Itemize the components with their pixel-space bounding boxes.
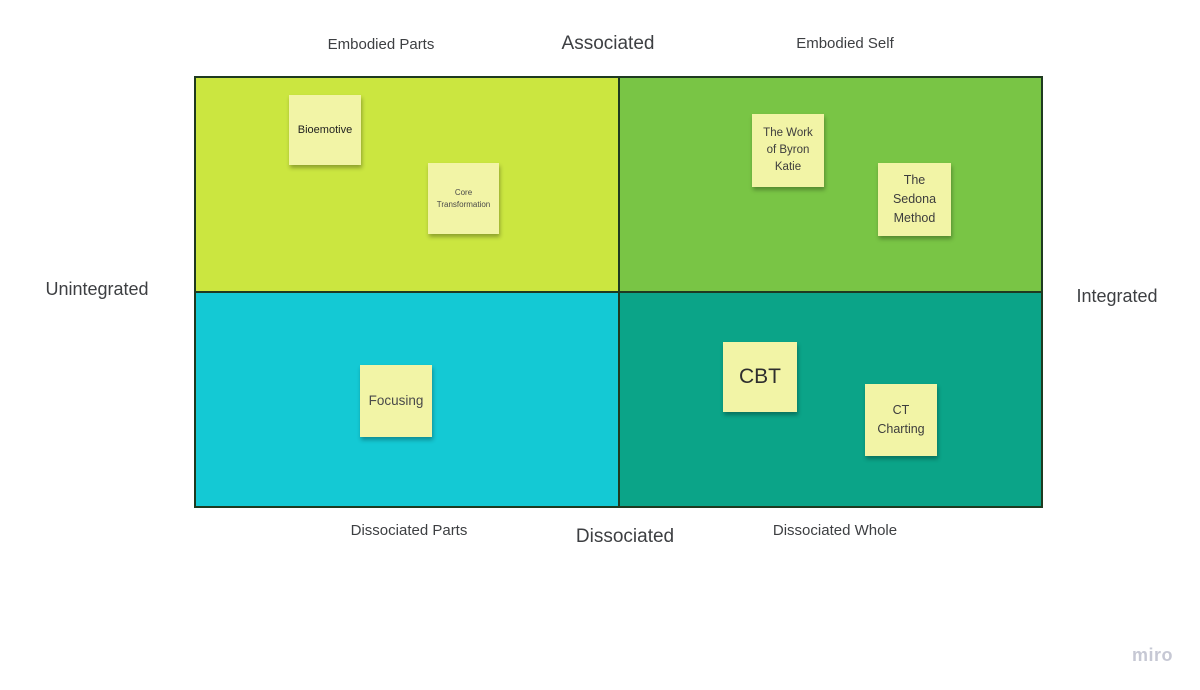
label-dissociated-parts[interactable]: Dissociated Parts: [350, 522, 468, 539]
label-dissociated-whole[interactable]: Dissociated Whole: [772, 522, 898, 539]
label-associated-axis[interactable]: Associated: [561, 33, 655, 54]
label-embodied-self[interactable]: Embodied Self: [796, 35, 894, 52]
quadrant-embodied-parts[interactable]: [196, 78, 618, 291]
label-integrated-axis[interactable]: Integrated: [1076, 286, 1158, 306]
sticky-note[interactable]: The Work of Byron Katie: [752, 114, 824, 187]
label-unintegrated-axis[interactable]: Unintegrated: [45, 279, 149, 299]
sticky-note[interactable]: CBT: [723, 342, 797, 412]
label-dissociated-axis[interactable]: Dissociated: [575, 526, 675, 547]
miro-logo: miro: [1132, 645, 1174, 665]
sticky-note[interactable]: CT Charting: [865, 384, 937, 456]
label-embodied-parts[interactable]: Embodied Parts: [327, 36, 435, 53]
quadrant-matrix: [194, 76, 1043, 508]
sticky-note[interactable]: Core Transformation: [428, 163, 499, 234]
sticky-note[interactable]: Focusing: [360, 365, 432, 437]
sticky-note[interactable]: Bioemotive: [289, 95, 361, 165]
quadrant-dissociated-whole[interactable]: [620, 293, 1041, 506]
quadrant-embodied-self[interactable]: [620, 78, 1041, 291]
sticky-note[interactable]: The Sedona Method: [878, 163, 951, 236]
